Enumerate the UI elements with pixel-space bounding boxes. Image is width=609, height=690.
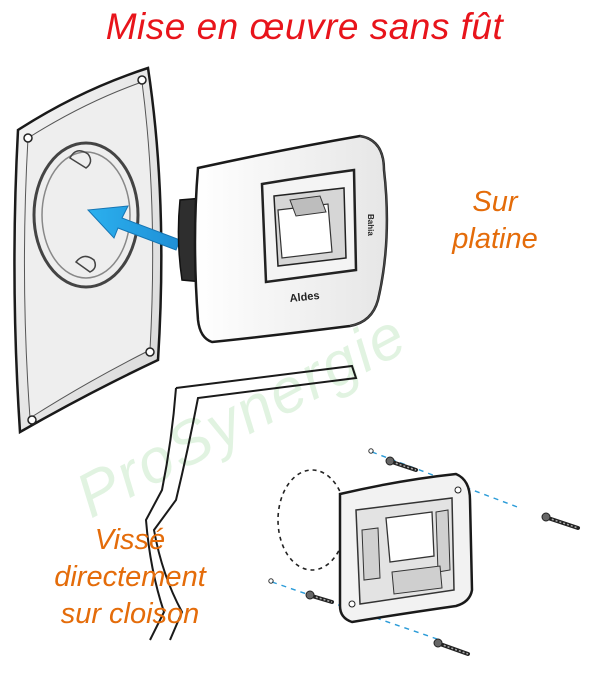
dashed-guide-line bbox=[271, 451, 521, 641]
brand-side-label: Bahia bbox=[366, 214, 375, 236]
label-sur-platine: Sur platine bbox=[430, 184, 560, 258]
mounting-plate bbox=[13, 66, 163, 435]
screw-icon bbox=[433, 638, 470, 656]
diagram-title: Mise en œuvre sans fût bbox=[105, 6, 504, 47]
label-line: directement bbox=[54, 561, 206, 593]
arrow-icon bbox=[86, 205, 181, 251]
unit-back-frame bbox=[338, 472, 474, 624]
brand-front-label: Aldes bbox=[289, 290, 320, 305]
label-line: Vissé bbox=[94, 524, 166, 556]
label-line: sur cloison bbox=[60, 598, 200, 630]
label-line: Sur bbox=[472, 186, 518, 218]
screw-icon bbox=[541, 512, 580, 530]
extractor-unit: Aldes Bahia bbox=[177, 134, 389, 344]
label-visse-directement: Vissé directement sur cloison bbox=[15, 522, 245, 633]
partition-wall bbox=[144, 364, 358, 641]
label-line: platine bbox=[452, 223, 538, 255]
screw-icon bbox=[305, 590, 334, 604]
screw-icon bbox=[385, 456, 418, 472]
wall-opening-outline bbox=[277, 469, 347, 571]
